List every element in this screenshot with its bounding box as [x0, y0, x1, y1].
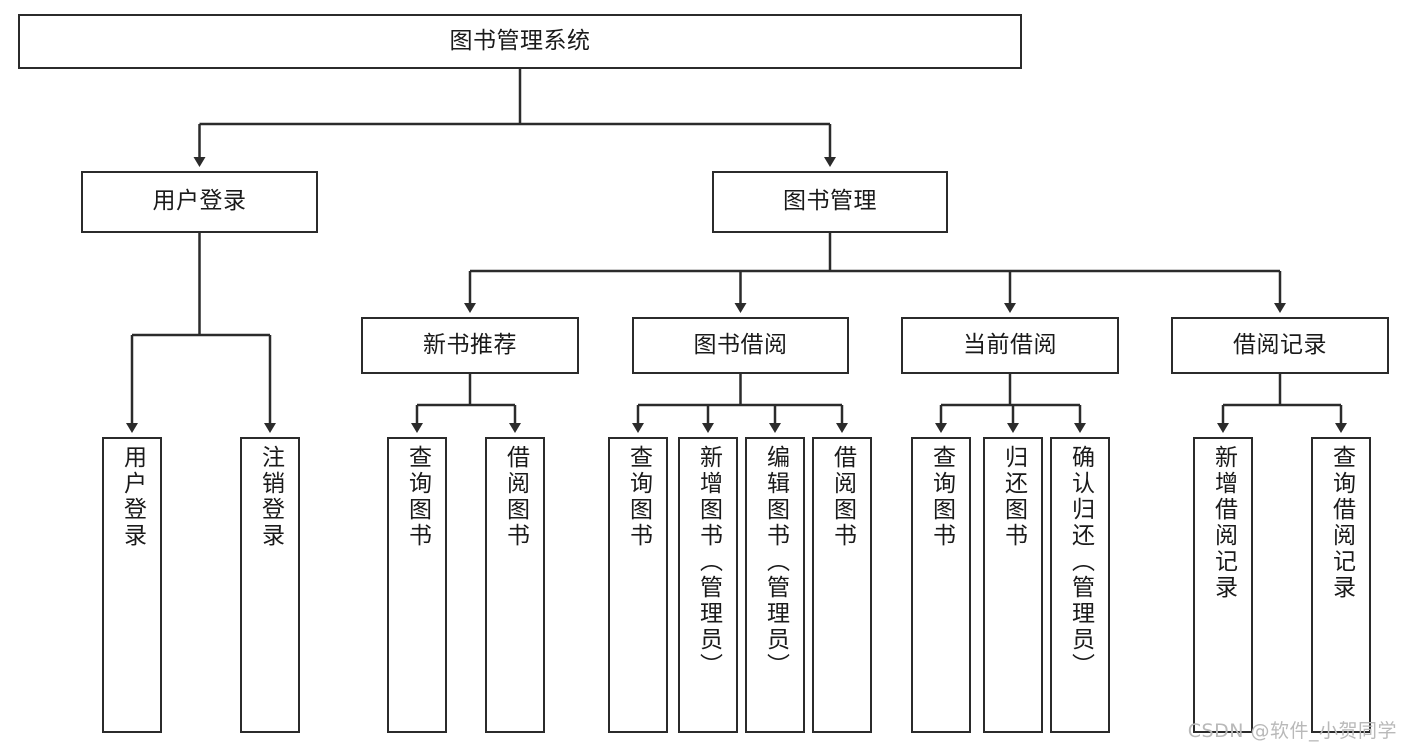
node-label: 借阅图书 [502, 445, 529, 549]
node-label: 查询图书 [625, 445, 652, 549]
node-leaf-query-borrow-record[interactable]: 查询借阅记录 [1311, 437, 1371, 733]
node-label: 当前借阅 [963, 331, 1057, 358]
node-label: 确认归还（管理员） [1067, 445, 1094, 679]
node-leaf-borrow-book-rec[interactable]: 借阅图书 [485, 437, 545, 733]
node-leaf-query-book-cur[interactable]: 查询图书 [911, 437, 971, 733]
node-new-book-recommend[interactable]: 新书推荐 [361, 317, 579, 374]
node-label: 图书管理 [783, 188, 877, 215]
node-label: 用户登录 [152, 188, 247, 215]
node-leaf-borrow-book[interactable]: 借阅图书 [812, 437, 872, 733]
node-label: 归还图书 [1000, 445, 1027, 549]
node-leaf-confirm-return-admin[interactable]: 确认归还（管理员） [1050, 437, 1110, 733]
node-current-borrow[interactable]: 当前借阅 [901, 317, 1119, 374]
node-leaf-query-book-borrow[interactable]: 查询图书 [608, 437, 668, 733]
node-book-borrow[interactable]: 图书借阅 [632, 317, 849, 374]
node-label: 用户登录 [119, 445, 146, 549]
node-label: 借阅记录 [1233, 331, 1327, 358]
node-book-manage[interactable]: 图书管理 [712, 171, 948, 233]
node-leaf-return-book[interactable]: 归还图书 [983, 437, 1043, 733]
node-label: 新增图书（管理员） [695, 445, 722, 679]
node-label: 查询借阅记录 [1328, 445, 1355, 601]
node-label: 新书推荐 [423, 331, 517, 358]
node-label: 编辑图书（管理员） [762, 445, 789, 679]
node-leaf-query-book-rec[interactable]: 查询图书 [387, 437, 447, 733]
node-user-login[interactable]: 用户登录 [81, 171, 318, 233]
node-leaf-user-login[interactable]: 用户登录 [102, 437, 162, 733]
node-leaf-edit-book-admin[interactable]: 编辑图书（管理员） [745, 437, 805, 733]
node-label: 图书管理系统 [449, 27, 591, 54]
node-label: 图书借阅 [693, 331, 788, 358]
node-borrow-record[interactable]: 借阅记录 [1171, 317, 1389, 374]
watermark-label: CSDN @软件_小贺同学 [1187, 720, 1397, 742]
node-label: 新增借阅记录 [1210, 445, 1237, 601]
node-leaf-user-logout[interactable]: 注销登录 [240, 437, 300, 733]
node-label: 查询图书 [404, 445, 431, 549]
node-label: 注销登录 [257, 445, 284, 549]
node-leaf-add-book-admin[interactable]: 新增图书（管理员） [678, 437, 738, 733]
node-leaf-add-borrow-record[interactable]: 新增借阅记录 [1193, 437, 1253, 733]
node-label: 查询图书 [928, 445, 955, 549]
node-root[interactable]: 图书管理系统 [18, 14, 1022, 69]
node-label: 借阅图书 [829, 445, 856, 549]
